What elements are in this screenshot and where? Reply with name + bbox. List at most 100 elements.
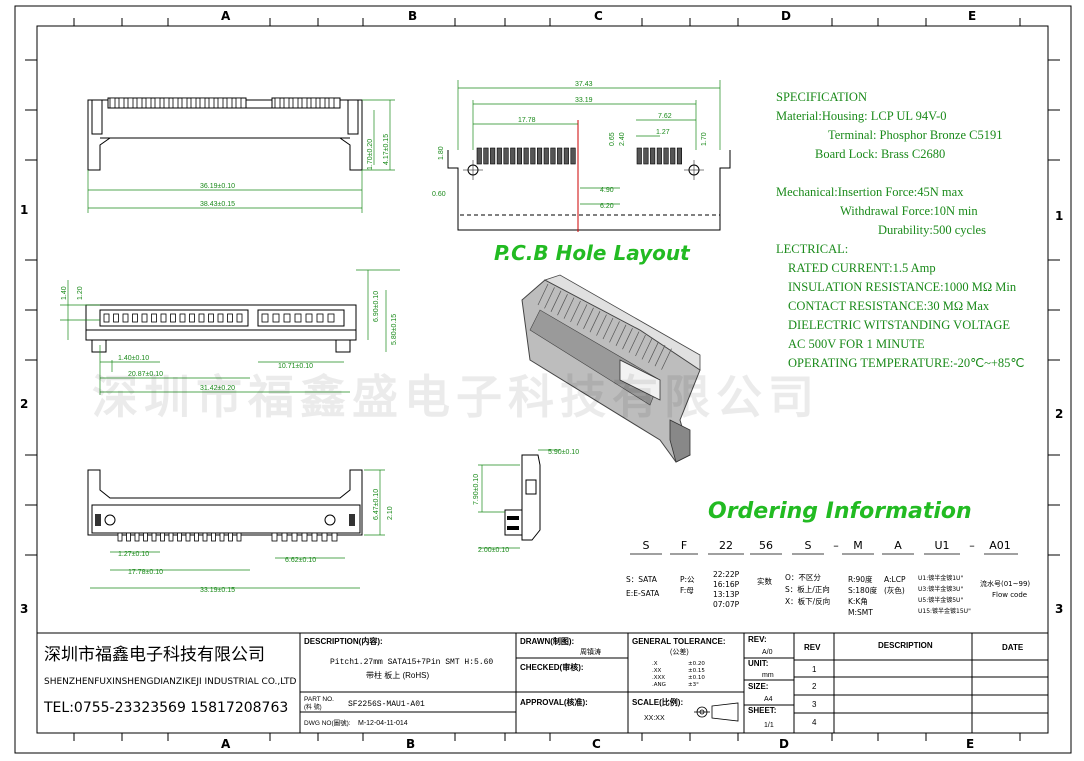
dim-top-w1: 36.19±0.10 [200, 183, 235, 190]
iso-rib [544, 287, 555, 309]
dim-pcb-d9: 2.40 [619, 132, 626, 146]
tolerance-sub: (公差) [670, 647, 689, 656]
spec-insulation: INSULATION RESISTANCE:1000 MΩ Min [788, 280, 1017, 294]
grid-col-b-top: B [408, 9, 417, 23]
dim-bot-d2: 17.78±0.10 [128, 569, 163, 576]
code-a01: A01 [989, 539, 1011, 552]
dim-bot-d1: 1.27±0.10 [118, 551, 149, 558]
front-pin [198, 313, 205, 323]
rev-row-3: 3 [812, 700, 817, 709]
top-tooth [274, 97, 281, 109]
top-tooth [163, 97, 170, 109]
bottom-pin [126, 532, 131, 542]
spec-insertion: Mechanical:Insertion Force:45N max [776, 185, 964, 199]
desc-56-0: 实数 [757, 576, 772, 586]
desc-22-2: 13:13P [713, 590, 740, 599]
ordering-title: Ordering Information [708, 499, 972, 524]
desc-u1-0: U1:镀半金镀1U" [918, 574, 963, 582]
desc-22-1: 16:16P [713, 580, 740, 589]
top-tooth [208, 97, 215, 109]
front-view: 1.40 1.20 1.40±0.10 20.87±0.10 31.42±0.2… [60, 269, 400, 395]
dim-side-d1: 5.90±0.10 [548, 449, 579, 456]
front-pin [132, 313, 138, 323]
dim-bot-h1: 6.47±0.10 [373, 489, 380, 520]
grid-col-d-top: D [781, 9, 791, 23]
pcb-pad [543, 147, 549, 165]
grid-col-a-bottom: A [221, 737, 231, 751]
spec-withdrawal: Withdrawal Force:10N min [840, 204, 978, 218]
top-tooth [235, 97, 242, 109]
dim-bot-h2: 2.10 [387, 506, 394, 520]
rev-row-2: 2 [812, 682, 817, 691]
desc-m-0: R:90度 [848, 574, 873, 584]
top-tooth [217, 97, 224, 109]
desc-f-0: P:公 [680, 575, 695, 584]
dim-front-h1: 6.90±0.10 [373, 291, 380, 322]
rev-row-1: 1 [812, 665, 817, 674]
tol-row-3-key: .ANG [652, 682, 666, 688]
watermark: 深圳市福鑫盛电子科技有限公司 [92, 370, 820, 424]
desc-f-1: F:母 [680, 586, 694, 595]
pcb-pad [510, 147, 516, 165]
top-tooth [154, 97, 161, 109]
approval-label: APPROVAL(核准): [520, 697, 588, 707]
front-pin [272, 313, 280, 323]
grid-col-d-bottom: D [779, 737, 789, 751]
top-tooth [190, 97, 197, 109]
dim-top-h2: 4.17±0.15 [383, 134, 390, 165]
desc-a01-1: Flow code [992, 591, 1027, 599]
iso-rib [648, 341, 659, 363]
top-tooth [319, 97, 326, 109]
top-tooth [226, 97, 233, 109]
dim-pcb-d2: 33.19 [575, 97, 593, 104]
desc-s2-2: X：板下/反向 [785, 596, 830, 606]
bottom-pin [321, 532, 328, 542]
desc-line-2: 带柱 板上 (RoHS) [366, 670, 429, 680]
ordering-block: Ordering Information S F 22 56 S – M A U… [626, 499, 1030, 617]
front-pin [305, 313, 313, 323]
bottom-pin [134, 532, 140, 542]
company-name-en: SHENZHENFUXINSHENGDIANZIKEJI INDUSTRIAL … [44, 677, 297, 687]
tol-row-0-val: ±0.20 [688, 661, 705, 667]
top-tooth [292, 97, 299, 109]
pcb-pad [557, 147, 563, 165]
desc-22-0: 22:22P [713, 570, 740, 579]
desc-s-0: S：SATA [626, 575, 658, 584]
code-s: S [643, 539, 650, 552]
tol-row-1-val: ±0.15 [688, 668, 705, 674]
title-block [36, 632, 1049, 734]
part-no-label: PART NO. [304, 696, 334, 703]
grid-col-a-top: A [221, 9, 231, 23]
bottom-view: 1.27±0.10 17.78±0.10 33.19±0.15 6.62±0.1… [87, 469, 394, 594]
tolerance-label: GENERAL TOLERANCE: [632, 637, 726, 646]
top-tooth [310, 97, 317, 109]
drawn-value: 周镇涛 [580, 647, 601, 656]
top-tooth [301, 97, 308, 109]
top-tooth [328, 97, 335, 109]
dwg-no-value: M-12-04-11-014 [358, 720, 408, 727]
desc-u1-1: U3:镀半金镀3U" [918, 585, 963, 593]
scale-label: SCALE(比例): [632, 697, 683, 707]
desc-m-2: K:K角 [848, 596, 868, 606]
tol-row-1-key: .XX [652, 668, 662, 674]
front-pin [283, 313, 291, 323]
front-pin [294, 313, 302, 323]
spec-terminal: Terminal: Phosphor Bronze C5191 [828, 128, 1002, 142]
desc-s2-0: O：不区分 [785, 573, 821, 582]
grid-row-3-right: 3 [1055, 602, 1063, 616]
top-tooth [109, 97, 116, 109]
iso-rib [576, 304, 588, 326]
code-a: A [894, 539, 902, 552]
top-tooth [136, 97, 143, 109]
bottom-pin [194, 532, 199, 542]
desc-s2-1: S：板上/正向 [785, 584, 830, 594]
rev-label: REV: [748, 635, 767, 644]
tol-row-3-val: ±3° [688, 682, 699, 688]
code-m: M [853, 539, 863, 552]
dim-pcb-d7: 4.90 [600, 187, 614, 194]
grid-col-c-bottom: C [592, 737, 601, 751]
top-tooth [145, 97, 152, 109]
top-view: 36.19±0.10 38.43±0.15 1.70±0.20 4.17±0.1… [87, 97, 395, 213]
pcb-pad [516, 147, 523, 165]
pcb-pad [643, 147, 649, 165]
